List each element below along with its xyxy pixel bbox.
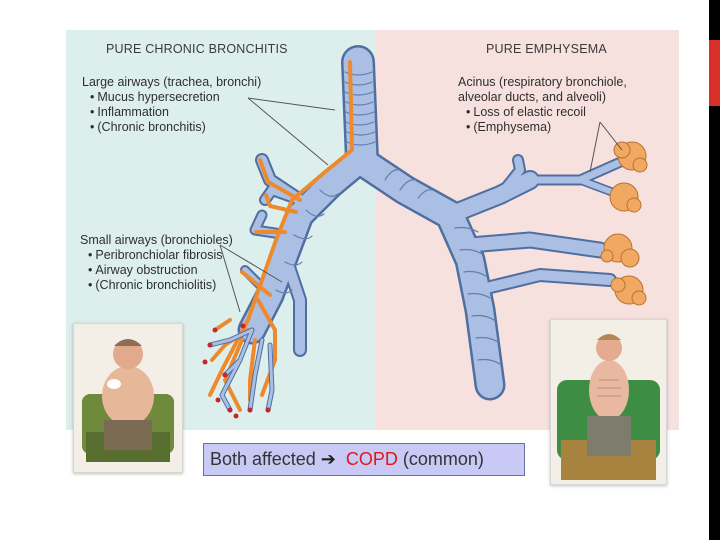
acinus-item: (Emphysema) [458, 120, 627, 135]
small-airways-title: Small airways (bronchioles) [80, 233, 233, 248]
large-airways-item: Mucus hypersecretion [82, 90, 261, 105]
patient-figure-icon [74, 324, 182, 472]
small-airways-item: (Chronic bronchiolitis) [80, 278, 233, 293]
patient-figure-icon [551, 320, 666, 484]
small-airways-item: Peribronchiolar fibrosis [80, 248, 233, 263]
acinus-block: Acinus (respiratory bronchiole, alveolar… [458, 75, 627, 135]
acinus-title-line1: Acinus (respiratory bronchiole, [458, 75, 627, 90]
caption-prefix: Both affected [210, 449, 316, 470]
large-airways-block: Large airways (trachea, bronchi) Mucus h… [82, 75, 261, 135]
right-arrow-icon: ➔ [321, 449, 336, 470]
copd-caption-box: Both affected ➔ COPD (common) [203, 443, 525, 476]
small-airways-block: Small airways (bronchioles) Peribronchio… [80, 233, 233, 293]
pink-puffer-patient-illustration [550, 319, 667, 485]
acinus-title-line2: alveolar ducts, and alveoli) [458, 90, 627, 105]
small-airways-item: Airway obstruction [80, 263, 233, 278]
caption-suffix: (common) [403, 449, 484, 470]
caption-highlight: COPD [346, 449, 398, 470]
right-panel-heading: PURE EMPHYSEMA [486, 42, 607, 56]
left-panel-heading: PURE CHRONIC BRONCHITIS [106, 42, 288, 56]
large-airways-item: Inflammation [82, 105, 261, 120]
large-airways-item: (Chronic bronchitis) [82, 120, 261, 135]
large-airways-title: Large airways (trachea, bronchi) [82, 75, 261, 90]
acinus-item: Loss of elastic recoil [458, 105, 627, 120]
blue-bloater-patient-illustration [73, 323, 183, 473]
